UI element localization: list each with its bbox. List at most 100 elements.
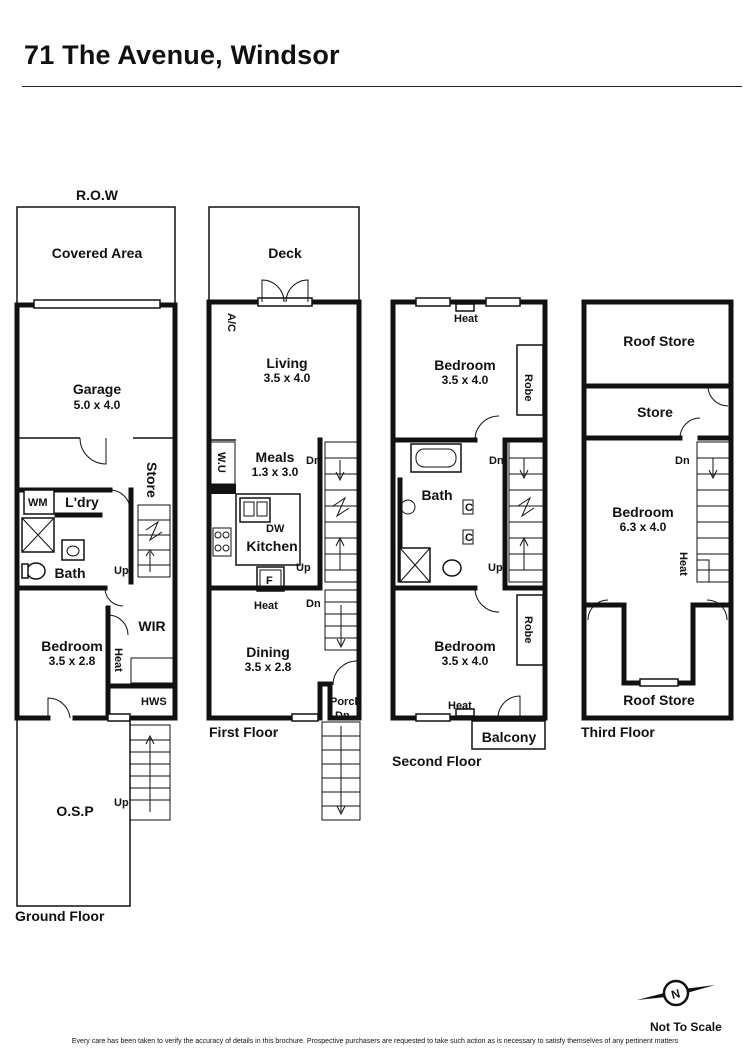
c-label-1: C bbox=[465, 502, 473, 514]
second-outer-wall bbox=[390, 299, 548, 721]
washing-machine bbox=[23, 489, 55, 515]
dormer-swings bbox=[587, 599, 728, 621]
c-label-2: C bbox=[465, 532, 473, 544]
roof-store-top-label: Roof Store bbox=[623, 333, 695, 349]
toilet-cistern bbox=[21, 563, 29, 579]
dn-label-first: Dn bbox=[306, 455, 321, 467]
dn-label-first-b: Dn bbox=[306, 598, 321, 610]
bedroom-dim-2b: 3.5 x 4.0 bbox=[442, 654, 489, 668]
first-floor-label: First Floor bbox=[209, 724, 279, 740]
bath-label-second: Bath bbox=[421, 487, 452, 503]
heat-label-first: Heat bbox=[254, 600, 278, 612]
stair-arrow bbox=[336, 605, 346, 649]
roof-store-bottom-label: Roof Store bbox=[623, 692, 695, 708]
window bbox=[107, 713, 131, 722]
hws-unit bbox=[130, 657, 176, 684]
wir-label: WIR bbox=[138, 618, 165, 634]
meals-label: Meals bbox=[256, 449, 295, 465]
deck-outline bbox=[208, 206, 360, 302]
door-swing bbox=[679, 417, 701, 439]
window bbox=[639, 678, 679, 687]
compass-n-label: N bbox=[670, 986, 682, 1002]
shower-cross bbox=[21, 517, 55, 553]
covered-area-label: Covered Area bbox=[52, 245, 143, 261]
door-swing bbox=[474, 587, 500, 613]
heat-label-second-a: Heat bbox=[454, 313, 478, 325]
kitchen-label: Kitchen bbox=[246, 538, 297, 554]
up-label-first: Up bbox=[296, 562, 311, 574]
burner bbox=[222, 544, 230, 552]
living-label: Living bbox=[266, 355, 307, 371]
toilet bbox=[442, 559, 462, 577]
stair-arrows bbox=[335, 460, 345, 570]
stair-arrow bbox=[145, 549, 155, 572]
deck-label: Deck bbox=[268, 245, 302, 261]
not-to-scale-label: Not To Scale bbox=[650, 1020, 722, 1034]
garage-dim: 5.0 x 4.0 bbox=[74, 398, 121, 412]
stair-lower bbox=[324, 589, 358, 651]
heater bbox=[455, 708, 475, 717]
meals-dim: 1.3 x 3.0 bbox=[252, 465, 299, 479]
robe-label-2a: Robe bbox=[522, 374, 534, 402]
dw-label: DW bbox=[266, 523, 285, 535]
store-label: Store bbox=[144, 462, 160, 498]
covered-area-outline bbox=[16, 206, 176, 305]
basin bbox=[400, 499, 416, 515]
stair-break bbox=[145, 520, 163, 542]
sink-bowl bbox=[243, 501, 255, 517]
bathtub bbox=[410, 443, 462, 473]
balcony-outline bbox=[471, 720, 546, 750]
bedroom-dim-2a: 3.5 x 4.0 bbox=[442, 373, 489, 387]
page-title: 71 The Avenue, Windsor bbox=[24, 40, 340, 70]
wm-label: WM bbox=[28, 497, 48, 509]
bathtub-inner bbox=[415, 448, 457, 468]
window bbox=[415, 297, 451, 307]
title-divider bbox=[22, 86, 742, 87]
store-label-third: Store bbox=[637, 404, 673, 420]
door-swing bbox=[474, 415, 500, 441]
robe-upper bbox=[516, 344, 544, 416]
heat-label-second-b: Heat bbox=[448, 700, 472, 712]
garage-door bbox=[33, 299, 161, 309]
dining-dim: 3.5 x 2.8 bbox=[245, 660, 292, 674]
first-floor-plan: Deck A/C Living 3.5 x 4.0 W.U Meals 1.3 … bbox=[206, 206, 362, 821]
ground-outer-wall-left bbox=[14, 302, 51, 721]
sink-bowl bbox=[256, 501, 268, 517]
cupboard bbox=[462, 499, 474, 515]
stair-arrows bbox=[519, 458, 529, 570]
ac-label: A/C bbox=[225, 313, 237, 332]
cupboard bbox=[462, 529, 474, 545]
dining-label: Dining bbox=[246, 644, 290, 660]
door-swing bbox=[261, 279, 309, 303]
garage-label: Garage bbox=[73, 381, 121, 397]
bedroom-label-ground: Bedroom bbox=[41, 638, 102, 654]
balcony-label: Balcony bbox=[482, 729, 537, 745]
laundry-label: L'dry bbox=[65, 494, 99, 510]
bedroom-dim-ground: 3.5 x 2.8 bbox=[49, 654, 96, 668]
cooktop bbox=[212, 527, 232, 557]
disclaimer-text: Every care has been taken to verify the … bbox=[71, 1038, 679, 1045]
toilet bbox=[26, 562, 46, 580]
door-swing bbox=[332, 660, 358, 686]
basin bbox=[66, 545, 80, 557]
heater bbox=[696, 559, 710, 583]
french-doors bbox=[257, 297, 313, 307]
porch-stair-arrow bbox=[336, 726, 346, 816]
porch-stair bbox=[321, 721, 361, 821]
heater bbox=[455, 303, 475, 312]
vanity bbox=[61, 539, 85, 561]
hws-label: HWS bbox=[141, 696, 167, 708]
up-label-second: Up bbox=[488, 562, 503, 574]
heat-label-ground: Heat bbox=[112, 648, 124, 672]
stair bbox=[696, 441, 730, 583]
bath-label-ground: Bath bbox=[54, 565, 85, 581]
row-label: R.O.W bbox=[76, 187, 119, 203]
kitchen-bench bbox=[235, 493, 301, 566]
ground-floor-label: Ground Floor bbox=[15, 908, 105, 924]
first-outer-wall-left bbox=[206, 299, 318, 721]
third-outer-wall bbox=[581, 299, 734, 721]
stair-break bbox=[332, 496, 350, 518]
robe-label-2b: Robe bbox=[522, 616, 534, 644]
third-floor-plan: Roof Store Store Dn Heat Bedroom 6.3 x 4… bbox=[581, 299, 734, 740]
